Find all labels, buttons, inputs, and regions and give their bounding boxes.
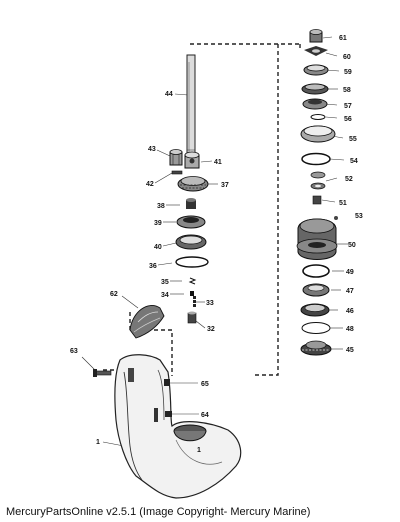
label-38: 38 bbox=[157, 203, 165, 210]
bushing-part-32 bbox=[187, 311, 197, 324]
bearing-cup-part-55 bbox=[300, 125, 336, 143]
label-43: 43 bbox=[148, 146, 156, 153]
fitting-part-64 bbox=[165, 411, 172, 417]
screw-part-63 bbox=[93, 369, 112, 377]
label-35: 35 bbox=[161, 279, 169, 286]
bearing-carrier-stack bbox=[296, 29, 338, 356]
impeller-part-62 bbox=[129, 305, 165, 339]
label-58: 58 bbox=[343, 87, 351, 94]
label-33: 33 bbox=[206, 300, 214, 307]
label-62: 62 bbox=[110, 291, 118, 298]
bearing-carrier-part-50 bbox=[296, 218, 338, 260]
o-ring-part-48 bbox=[301, 322, 331, 334]
pin-part-34 bbox=[190, 291, 194, 296]
label-63: 63 bbox=[70, 348, 78, 355]
label-1: 1 bbox=[96, 439, 100, 446]
fitting-part-65 bbox=[164, 379, 170, 386]
label-64: 64 bbox=[201, 412, 209, 419]
label-65: 65 bbox=[201, 381, 209, 388]
label-52: 52 bbox=[345, 176, 353, 183]
label-46: 46 bbox=[346, 308, 354, 315]
washer-part-60 bbox=[304, 46, 328, 56]
o-ring-part-49 bbox=[302, 264, 330, 278]
copyright-caption: MercuryPartsOnline v2.5.1 (Image Copyrig… bbox=[6, 506, 311, 518]
pin-part-53 bbox=[334, 216, 338, 220]
drive-shaft-part bbox=[186, 54, 196, 166]
label-34: 34 bbox=[161, 292, 169, 299]
nut-part-41 bbox=[184, 151, 200, 169]
o-ring-part-36 bbox=[175, 256, 209, 268]
bearing-part-47 bbox=[302, 283, 330, 297]
label-36: 36 bbox=[149, 263, 157, 270]
label-53: 53 bbox=[355, 213, 363, 220]
seal-part-46 bbox=[300, 303, 330, 317]
bearing-part-57 bbox=[302, 98, 328, 110]
label-44: 44 bbox=[165, 91, 173, 98]
label-56: 56 bbox=[344, 116, 352, 123]
gear-part-45 bbox=[300, 340, 332, 356]
label-45: 45 bbox=[346, 347, 354, 354]
bearing-part-59 bbox=[303, 64, 329, 76]
label-49: 49 bbox=[346, 269, 354, 276]
exploded-parts-diagram: 1 1 32 33 34 35 36 37 38 39 40 41 42 43 … bbox=[70, 29, 363, 499]
gear-part-58 bbox=[301, 83, 329, 95]
label-54: 54 bbox=[350, 158, 358, 165]
label-57: 57 bbox=[344, 103, 352, 110]
label-61: 61 bbox=[339, 35, 347, 42]
pin-part-42 bbox=[171, 170, 183, 175]
spring-part-35 bbox=[188, 277, 197, 285]
spacer-part-51 bbox=[312, 195, 322, 205]
label-47: 47 bbox=[346, 288, 354, 295]
pinion-gear-part-37 bbox=[177, 176, 209, 192]
washer-part-52 bbox=[310, 171, 326, 190]
bearing-part-39 bbox=[176, 215, 206, 229]
housing-part bbox=[114, 354, 242, 499]
label-39: 39 bbox=[154, 220, 162, 227]
nut-part-61 bbox=[309, 29, 323, 43]
bolt-part-33 bbox=[193, 296, 196, 307]
spacer-part-38 bbox=[186, 198, 196, 209]
label-50: 50 bbox=[348, 242, 356, 249]
label-1b: 1 bbox=[197, 447, 201, 454]
part-number-labels: 1 1 32 33 34 35 36 37 38 39 40 41 42 43 … bbox=[70, 35, 363, 454]
bearing-cup-part-40 bbox=[175, 234, 207, 250]
label-41: 41 bbox=[214, 159, 222, 166]
label-37: 37 bbox=[221, 182, 229, 189]
label-40: 40 bbox=[154, 244, 162, 251]
label-42: 42 bbox=[146, 181, 154, 188]
label-55: 55 bbox=[349, 136, 357, 143]
ring-part-56 bbox=[310, 114, 326, 120]
label-51: 51 bbox=[339, 200, 347, 207]
label-32: 32 bbox=[207, 326, 215, 333]
label-48: 48 bbox=[346, 326, 354, 333]
bearing-part-43 bbox=[169, 149, 183, 166]
label-60: 60 bbox=[343, 54, 351, 61]
o-ring-part-54 bbox=[301, 152, 331, 166]
label-59: 59 bbox=[344, 69, 352, 76]
